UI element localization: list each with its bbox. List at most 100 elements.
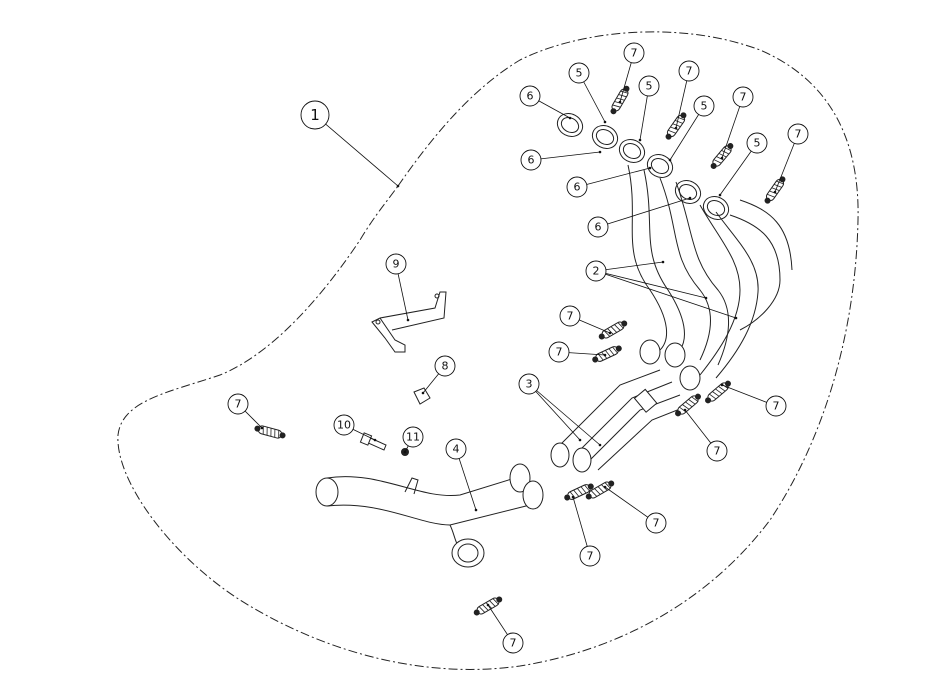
leader-line bbox=[669, 105, 705, 161]
callout-bubble: 5 bbox=[746, 132, 768, 154]
leader-lines bbox=[237, 52, 799, 644]
callout-circle bbox=[706, 440, 728, 462]
callout-circle bbox=[566, 176, 588, 198]
leader-line bbox=[595, 261, 664, 272]
bracket bbox=[371, 291, 447, 353]
callout-bubble: 6 bbox=[520, 149, 542, 171]
leader-dot bbox=[734, 316, 738, 320]
callout-bubble: 7 bbox=[548, 341, 570, 363]
leader-dot bbox=[773, 190, 777, 194]
callout-bubble: 7 bbox=[765, 395, 787, 417]
callout-circle bbox=[765, 395, 787, 417]
leader-dot bbox=[603, 120, 607, 124]
leader-line bbox=[576, 167, 651, 188]
callout-circle bbox=[645, 512, 667, 534]
callout-number: 9 bbox=[393, 258, 400, 271]
callout-number: 4 bbox=[453, 443, 460, 456]
leader-dot bbox=[403, 450, 407, 454]
callout-circle bbox=[502, 632, 524, 654]
leader-line bbox=[528, 383, 601, 446]
callout-number: 7 bbox=[686, 65, 693, 78]
callout-bubble: 3 bbox=[518, 373, 540, 395]
leader-line bbox=[530, 151, 601, 161]
callout-bubble: 5 bbox=[568, 62, 590, 84]
leader-dot bbox=[638, 138, 642, 142]
leader-dot bbox=[568, 116, 572, 120]
callout-circle bbox=[548, 341, 570, 363]
bolt bbox=[359, 432, 387, 451]
callout-number: 7 bbox=[714, 445, 721, 458]
callout-circle bbox=[402, 426, 424, 448]
callout-circle bbox=[227, 393, 249, 415]
callout-circle bbox=[693, 95, 715, 117]
callout-bubble: 7 bbox=[787, 123, 809, 145]
callout-circle bbox=[434, 355, 456, 377]
spring bbox=[764, 176, 786, 204]
callout-number: 7 bbox=[556, 346, 563, 359]
callout-circle bbox=[623, 42, 645, 64]
leader-dot bbox=[648, 166, 652, 170]
callout-bubble: 7 bbox=[559, 305, 581, 327]
leader-line bbox=[314, 114, 399, 187]
assembly-boundary bbox=[117, 31, 859, 670]
leader-line bbox=[597, 197, 691, 228]
callout-number: 7 bbox=[567, 310, 574, 323]
leader-line bbox=[721, 96, 744, 159]
spring bbox=[598, 320, 628, 340]
springs bbox=[254, 85, 786, 616]
callout-bubble: 7 bbox=[502, 632, 524, 654]
leader-dot bbox=[598, 443, 602, 447]
spring bbox=[254, 425, 286, 439]
spring bbox=[705, 380, 731, 404]
callout-circle bbox=[300, 100, 330, 130]
callout-circle bbox=[520, 149, 542, 171]
leader-dot bbox=[720, 156, 724, 160]
callout-number: 3 bbox=[526, 378, 533, 391]
callout-number: 5 bbox=[754, 137, 761, 150]
leader-dot bbox=[603, 353, 607, 357]
callout-circle bbox=[518, 373, 540, 395]
leader-dot bbox=[704, 296, 708, 300]
callout-number: 1 bbox=[310, 106, 320, 124]
spring bbox=[585, 480, 615, 500]
callout-circle bbox=[579, 545, 601, 567]
callout-bubble: 8 bbox=[434, 355, 456, 377]
callout-number: 5 bbox=[576, 67, 583, 80]
link-pipe-assembly bbox=[315, 463, 544, 568]
header-flanges bbox=[556, 113, 730, 220]
callout-bubble: 4 bbox=[445, 438, 467, 460]
callout-circle bbox=[678, 60, 700, 82]
callout-number: 7 bbox=[587, 550, 594, 563]
callout-number: 6 bbox=[595, 221, 602, 234]
leader-dot bbox=[618, 100, 622, 104]
callout-bubble: 2 bbox=[585, 260, 607, 282]
callout-number: 2 bbox=[593, 265, 600, 278]
callout-number: 8 bbox=[442, 360, 449, 373]
callout-circle bbox=[519, 85, 541, 107]
leader-line bbox=[719, 142, 758, 196]
callout-circle bbox=[638, 75, 660, 97]
callout-number: 10 bbox=[337, 419, 351, 432]
leader-dot bbox=[373, 438, 377, 442]
callout-bubble: 7 bbox=[732, 86, 754, 108]
callout-number: 7 bbox=[653, 517, 660, 530]
spring bbox=[592, 345, 622, 363]
leader-dot bbox=[603, 485, 607, 489]
callout-bubble: 5 bbox=[693, 95, 715, 117]
leader-dot bbox=[396, 184, 400, 188]
callout-bubble: 7 bbox=[227, 393, 249, 415]
spring bbox=[564, 483, 594, 501]
leader-dot bbox=[608, 331, 612, 335]
callout-circle bbox=[385, 253, 407, 275]
callout-circle bbox=[333, 414, 355, 436]
leader-dot bbox=[474, 508, 478, 512]
callout-number: 5 bbox=[701, 100, 708, 113]
callout-bubble: 11 bbox=[402, 426, 424, 448]
callout-number: 6 bbox=[574, 181, 581, 194]
callout-circle bbox=[445, 438, 467, 460]
callout-number: 7 bbox=[631, 47, 638, 60]
callout-bubble: 7 bbox=[645, 512, 667, 534]
callout-number: 6 bbox=[527, 90, 534, 103]
